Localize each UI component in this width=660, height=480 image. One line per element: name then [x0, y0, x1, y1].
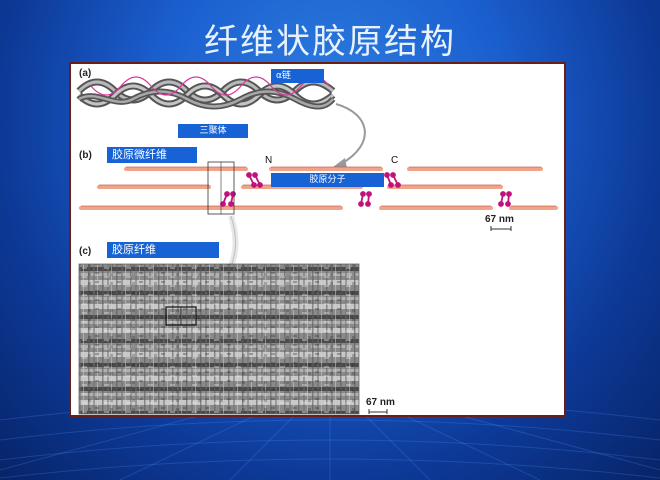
em-micrograph [78, 263, 360, 415]
collagen-figure-panel: (a) α链 三聚体 (b) 胶原微纤维 N C 胶原分子 67 nm (c) … [69, 62, 566, 417]
alpha-chain-label: α链 [271, 69, 324, 83]
scale-label-b: 67 nm [485, 214, 514, 225]
n-terminus-label: N [265, 155, 273, 166]
panel-c-label: (c) [79, 246, 92, 257]
panel-b-label: (b) [79, 150, 92, 161]
collagen-fiber-title: 胶原纤维 [107, 242, 219, 258]
helix-arrowhead [333, 158, 347, 168]
scale-label-c: 67 nm [366, 397, 395, 408]
helix-to-molecule-arrow [335, 103, 366, 165]
microfibril-title: 胶原微纤维 [107, 147, 197, 163]
collagen-diagram [76, 76, 558, 415]
triple-helix-label: 三聚体 [178, 124, 248, 138]
microfibril-rows [79, 167, 558, 210]
slide-title: 纤维状胶原结构 [204, 22, 456, 62]
triple-helix [76, 76, 336, 110]
panel-a-label: (a) [79, 68, 92, 79]
crosslinks [220, 172, 512, 207]
scale-bar-c [368, 409, 388, 414]
scale-bar-b [490, 226, 512, 231]
c-terminus-label: C [391, 155, 399, 166]
collagen-molecule-label: 胶原分子 [271, 173, 384, 187]
